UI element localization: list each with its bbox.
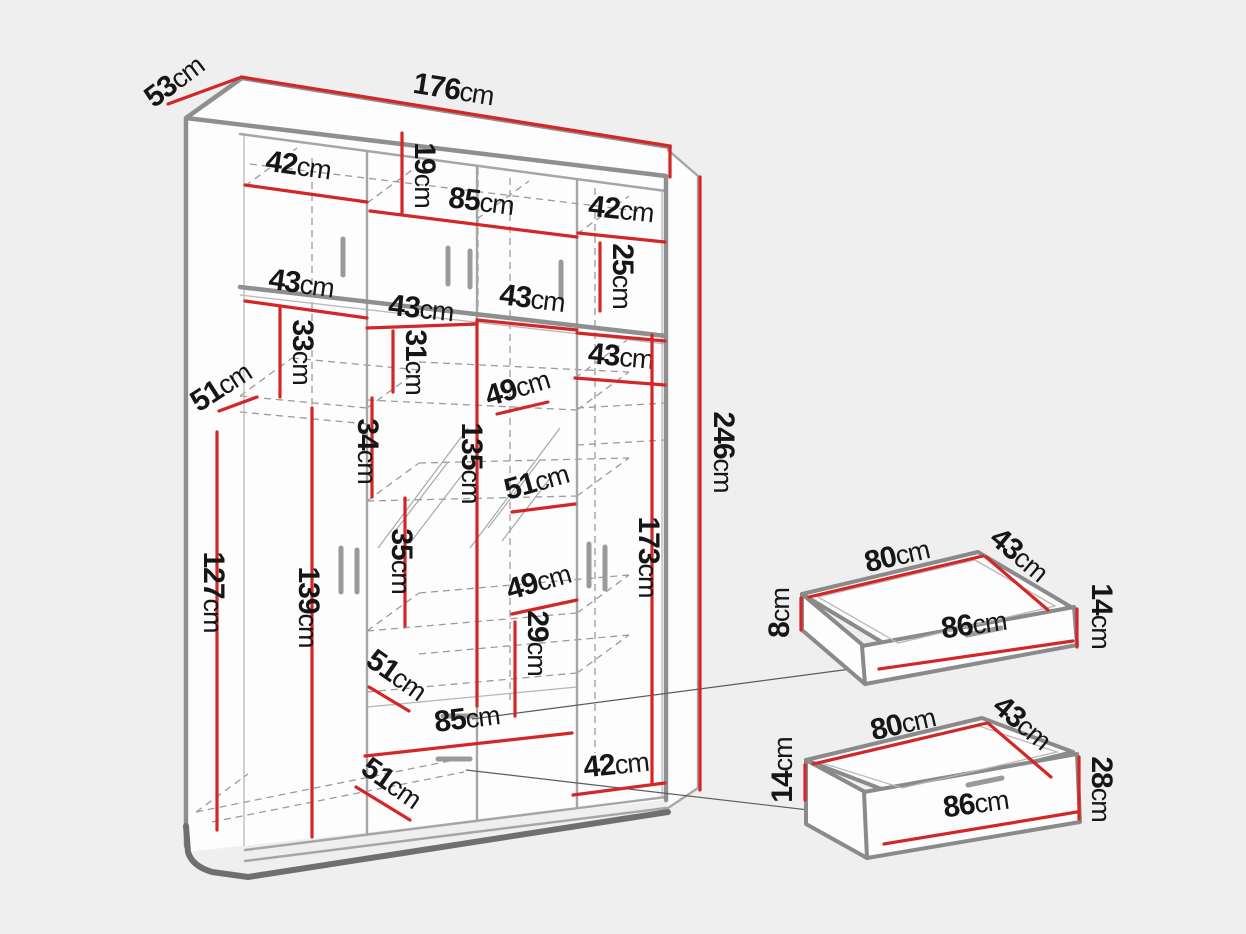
dim-total-height-246: 246cm	[698, 175, 740, 792]
dim-top-gap-19: 19cm	[400, 131, 441, 215]
dim-top-left-width-42: 42cm	[243, 145, 369, 204]
svg-text:25cm: 25cm	[606, 243, 639, 308]
dim-shelf-gap-29: 29cm	[513, 610, 554, 718]
svg-text:53cm: 53cm	[138, 49, 210, 115]
mirror-hatch-lines	[377, 427, 561, 549]
svg-text:33cm: 33cm	[286, 319, 319, 384]
base-plinth-outline	[183, 809, 671, 880]
dim-mirror-height-135: 135cm	[455, 318, 488, 708]
dim-upper-center-width-43: 43cm	[475, 278, 579, 332]
svg-text:85cm: 85cm	[447, 181, 516, 222]
dim-bottom-mid-width-85: 85cm	[363, 698, 574, 758]
dim-right-inner-height-173: 173cm	[575, 331, 667, 785]
svg-text:43cm: 43cm	[587, 337, 655, 376]
wardrobe-right-side-face	[668, 150, 698, 808]
svg-text:35cm: 35cm	[385, 528, 418, 593]
svg-text:14cm: 14cm	[1085, 583, 1118, 648]
dim-upper-left-height-33: 33cm	[278, 305, 319, 399]
dim-lower-gap-35: 35cm	[385, 496, 418, 628]
dim-upper-mid-height-31: 31cm	[391, 329, 432, 395]
dim-hanging-height-139: 139cm	[292, 406, 325, 839]
svg-text:135cm: 135cm	[455, 422, 488, 503]
svg-text:19cm: 19cm	[408, 142, 441, 207]
dim-upper-mid-width-43: 43cm	[365, 289, 479, 330]
dim-mid-gap-34: 34cm	[351, 396, 384, 499]
svg-text:8cm: 8cm	[763, 588, 796, 638]
svg-text:28cm: 28cm	[1085, 756, 1118, 821]
svg-text:86cm: 86cm	[939, 604, 1008, 646]
dim-upper-right-width-43: 43cm	[573, 337, 667, 387]
svg-text:14cm: 14cm	[766, 737, 799, 802]
svg-text:176cm: 176cm	[411, 67, 496, 112]
svg-text:31cm: 31cm	[399, 329, 432, 394]
drawer-top-dimensions: 80cm 43cm 8cm 14cm 86cm	[763, 521, 1118, 649]
svg-text:42cm: 42cm	[264, 145, 333, 187]
drawer-top-red-lines	[799, 554, 1079, 671]
svg-text:42cm: 42cm	[587, 190, 655, 230]
svg-text:139cm: 139cm	[292, 566, 325, 647]
drawer-bottom-sketch: 80cm 43cm 14cm 28cm 86cm	[766, 689, 1118, 860]
svg-text:80cm: 80cm	[861, 532, 932, 579]
dim-total-width-176: 176cm	[239, 67, 672, 179]
svg-text:80cm: 80cm	[867, 700, 938, 747]
dim-left-inner-height-127: 127cm	[197, 430, 230, 832]
dim-top-right-width-42: 42cm	[576, 190, 667, 244]
drawer-bottom-handle	[965, 775, 1005, 788]
svg-text:85cm: 85cm	[432, 698, 501, 739]
svg-text:246cm: 246cm	[707, 411, 740, 492]
dim-lower-mid-depth-49: 49cm	[502, 559, 579, 616]
wardrobe-top-face	[186, 78, 670, 176]
svg-text:173cm: 173cm	[632, 516, 665, 597]
svg-text:43cm: 43cm	[267, 263, 336, 305]
drawer-top-inner-rim	[816, 559, 1057, 644]
svg-text:86cm: 86cm	[941, 783, 1010, 825]
svg-text:43cm: 43cm	[387, 289, 455, 329]
drawer-bottom-front-panel	[862, 752, 1082, 860]
drawer-bottom-red-lines	[803, 721, 1081, 846]
svg-text:43cm: 43cm	[498, 278, 567, 319]
svg-text:34cm: 34cm	[351, 418, 384, 483]
secondary-edges	[239, 136, 667, 846]
interior-dashed-lines	[195, 147, 667, 823]
door-handles	[338, 236, 608, 762]
drawer-top-sketch: 80cm 43cm 8cm 14cm 86cm	[763, 521, 1118, 686]
dim-top-doors-height-25: 25cm	[598, 241, 639, 313]
drawer-top-handle	[964, 625, 1004, 638]
svg-text:29cm: 29cm	[521, 610, 554, 675]
svg-text:42cm: 42cm	[582, 745, 650, 785]
dim-bottom-right-width-42: 42cm	[571, 745, 667, 797]
dim-top-mid-width-85: 85cm	[368, 181, 579, 239]
dim-upper-left-width-43: 43cm	[243, 263, 369, 320]
svg-text:127cm: 127cm	[197, 551, 230, 632]
